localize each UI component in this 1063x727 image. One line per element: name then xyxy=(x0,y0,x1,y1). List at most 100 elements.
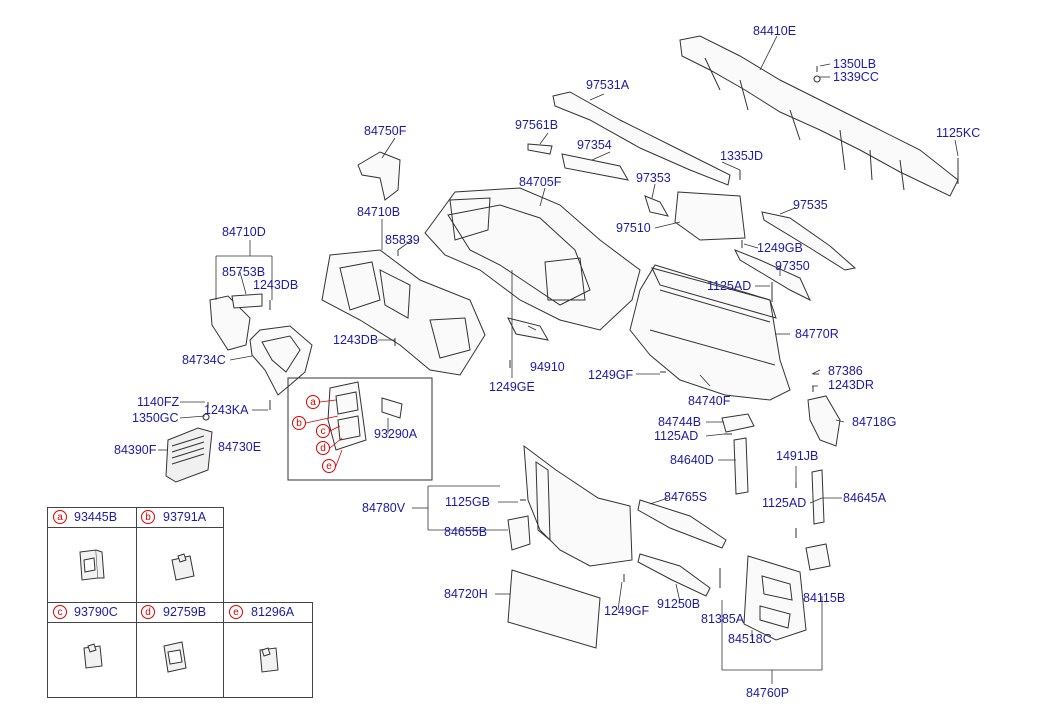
callout-1249GF-b: 1249GF xyxy=(604,604,650,618)
callout-1350GC: 1350GC xyxy=(132,411,179,425)
legend-image-d xyxy=(136,622,224,698)
callout-84744B: 84744B xyxy=(658,415,702,429)
sub-letter-leaders xyxy=(305,399,343,467)
sub-letter-c: c xyxy=(316,424,330,438)
callout-84710B: 84710B xyxy=(357,205,401,219)
callout-1339CC: 1339CC xyxy=(833,70,879,84)
bracket-84640D-shape xyxy=(733,437,749,495)
callout-84410E: 84410E xyxy=(753,24,797,38)
callout-94910: 94910 xyxy=(530,360,565,374)
cover-97531A-shape xyxy=(552,91,731,186)
crossbar-84410E-shape xyxy=(679,35,959,197)
legend-divider xyxy=(223,527,224,603)
legend-divider xyxy=(223,602,313,603)
legend-image-e xyxy=(223,622,313,698)
cover-84115B-shape xyxy=(805,543,831,571)
callout-1140FZ: 1140FZ xyxy=(137,395,180,409)
callout-85753B: 85753B xyxy=(222,265,266,279)
callout-97353: 97353 xyxy=(636,171,671,185)
callout-87386: 87386 xyxy=(828,364,863,378)
cluster-facia-outline xyxy=(321,249,486,376)
callout-97561B: 97561B xyxy=(515,118,559,132)
legend-image-b xyxy=(136,527,224,603)
callout-84518C: 84518C xyxy=(728,632,772,646)
switch-panel-84710D-shape xyxy=(209,295,251,351)
fasteners xyxy=(202,66,959,588)
callout-84655B: 84655B xyxy=(444,525,488,539)
callout-97350: 97350 xyxy=(775,259,810,273)
callout-84734C: 84734C xyxy=(182,353,226,367)
garnish-84734C-shape xyxy=(249,325,313,396)
sub-letter-b: b xyxy=(292,416,306,430)
callout-84760P: 84760P xyxy=(746,686,790,700)
legend-part-b: 93791A xyxy=(163,510,207,524)
legend-letter-e: e xyxy=(229,605,243,619)
callout-1125AD-a: 1125AD xyxy=(707,279,752,293)
duct-97535-shape xyxy=(761,211,857,271)
callout-97531A: 97531A xyxy=(586,78,630,92)
glovebox-housing-84740F-shape xyxy=(629,264,791,401)
tray-84390F-shape xyxy=(165,427,213,483)
callout-97535: 97535 xyxy=(793,198,828,212)
callout-84780V: 84780V xyxy=(362,501,406,515)
callout-85839: 85839 xyxy=(385,233,420,247)
bracket-85753B-shape xyxy=(231,293,263,309)
bracket-84750F-shape xyxy=(357,151,401,201)
callout-84765S: 84765S xyxy=(664,490,708,504)
legend-part-d: 92759B xyxy=(163,605,207,619)
duct-97353-shape xyxy=(644,195,669,217)
callout-84740F: 84740F xyxy=(688,394,731,408)
brace-84765S-shape xyxy=(637,499,727,549)
callout-1125KC: 1125KC xyxy=(936,126,981,140)
callout-93290A: 93290A xyxy=(374,427,418,441)
legend-empty-cell xyxy=(224,506,316,602)
cluster-facia-openings xyxy=(339,261,471,359)
callout-84710D: 84710D xyxy=(222,225,266,239)
cover-84718G-shape xyxy=(807,395,841,447)
callout-1125GB: 1125GB xyxy=(445,495,490,509)
callout-97510: 97510 xyxy=(616,221,651,235)
crash-pad-vents xyxy=(449,197,586,301)
legend-part-e: 81296A xyxy=(251,605,295,619)
callout-97354: 97354 xyxy=(577,138,612,152)
callout-84645A: 84645A xyxy=(843,491,887,505)
callout-84640D: 84640D xyxy=(670,453,714,467)
legend-part-a: 93445B xyxy=(74,510,118,524)
duct-97510-shape xyxy=(674,191,746,241)
sub-letter-e: e xyxy=(322,459,336,473)
callout-84390F: 84390F xyxy=(114,443,157,457)
legend-letter-a: a xyxy=(53,510,67,524)
legend-letter-d: d xyxy=(141,605,155,619)
bracket-84744B-shape xyxy=(721,413,755,433)
callout-1249GB: 1249GB xyxy=(757,241,803,255)
callout-1243DB-b: 1243DB xyxy=(333,333,379,347)
sub-letter-d: d xyxy=(316,441,330,455)
callout-1249GF-a: 1249GF xyxy=(588,368,634,382)
callout-84718G: 84718G xyxy=(852,415,897,429)
legend-image-a xyxy=(47,527,137,603)
bracket-84645A-shape xyxy=(811,469,825,525)
callout-1491JB: 1491JB xyxy=(776,449,819,463)
callout-1243KA: 1243KA xyxy=(204,403,249,417)
duct-97350-shape xyxy=(733,249,812,302)
cover-84655B-shape xyxy=(507,515,531,551)
legend-part-c: 93790C xyxy=(74,605,118,619)
duct-97354-shape xyxy=(561,153,629,181)
leader-lines xyxy=(158,35,959,684)
crash-pad-inner xyxy=(447,204,591,306)
crash-pad-outline xyxy=(424,187,641,331)
callout-1125AD-c: 1125AD xyxy=(762,496,807,510)
bracket-91250B-shape xyxy=(637,553,711,597)
callout-91250B: 91250B xyxy=(657,597,701,611)
center-facia-84730E-shape xyxy=(327,381,367,451)
center-facia-sub-box xyxy=(287,377,433,481)
legend-letter-b: b xyxy=(141,510,155,524)
sub-letter-a: a xyxy=(306,395,320,409)
bezel-93290A-shape xyxy=(381,397,403,419)
legend-image-c xyxy=(47,622,137,698)
panel-84760P-shape xyxy=(743,555,807,641)
center-panel-84780V-shape xyxy=(523,444,633,567)
callout-1249GE: 1249GE xyxy=(489,380,535,394)
